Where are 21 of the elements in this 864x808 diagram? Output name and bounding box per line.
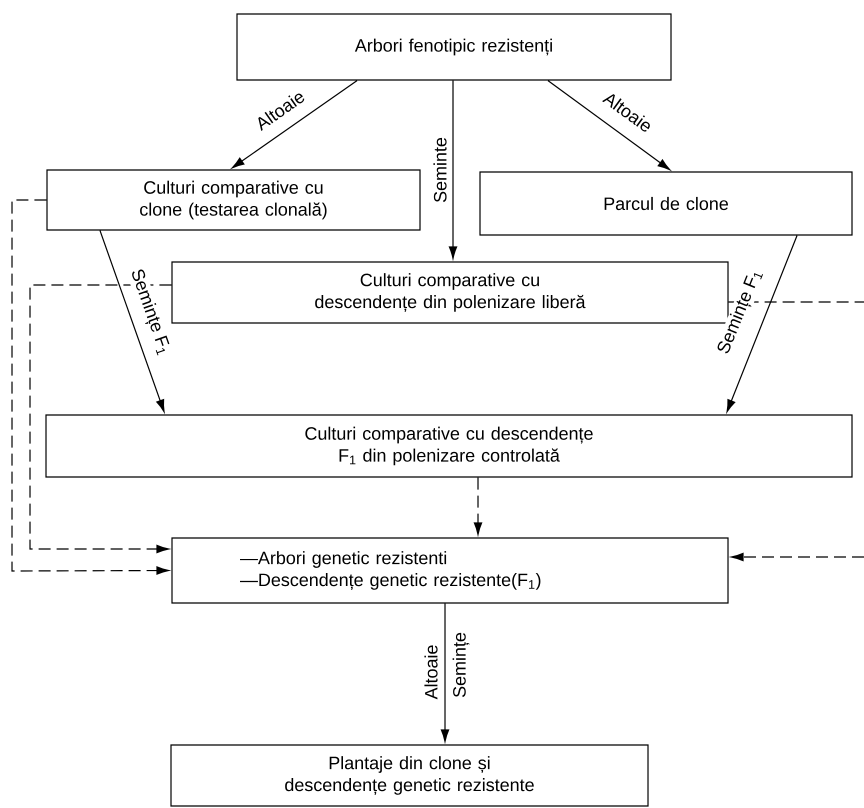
arrow (440, 604, 450, 742)
edge-label: Seminte (432, 136, 448, 204)
arrow (99, 230, 165, 412)
process-box: Culturi comparative cu clone (testarea clonală) (46, 169, 421, 231)
edge-label: Altoaie (423, 644, 439, 700)
process-box: Parcul de clone (479, 171, 853, 236)
arrow (726, 235, 798, 412)
arrow (29, 284, 172, 554)
process-box: Culturi comparative cu descendențe F$_{1}$ din polenizare controlată (45, 414, 853, 478)
arrow (474, 478, 482, 535)
arrow (11, 199, 169, 575)
arrow (548, 80, 670, 170)
process-box: Culturi comparative cu descendențe din polenizare liberă (171, 261, 729, 324)
edge-label: Semințe F$_{1}$ (126, 266, 174, 358)
arrow (448, 80, 458, 259)
process-box: Plantaje din clone și descendențe genetic rezistente (170, 744, 649, 807)
flow-label: Semințe (452, 631, 470, 699)
list-box: —Arbori genetic rezistenti —Descendențe genetic rezistente(F$_{1}$) (171, 537, 729, 604)
process-box: Arbori fenotipic rezistenți (236, 13, 672, 81)
arrow (232, 80, 358, 168)
arrow (731, 552, 864, 562)
